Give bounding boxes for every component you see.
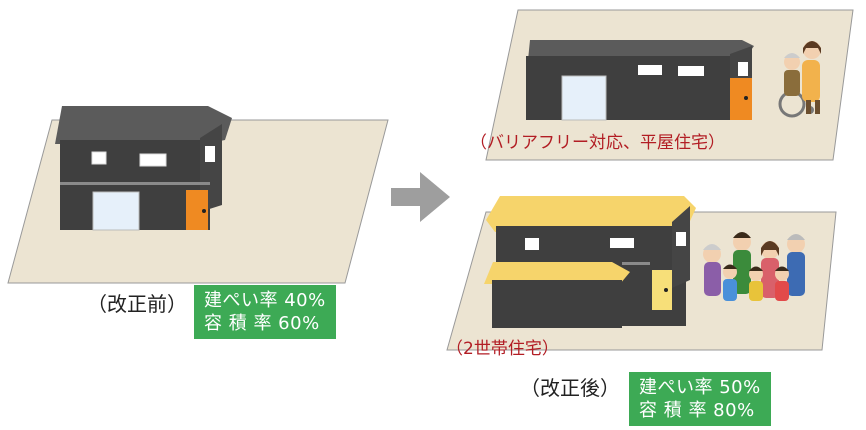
- window: [139, 153, 167, 167]
- house-two-generation: [484, 196, 696, 328]
- house-roof: [528, 40, 754, 60]
- house-roof-new: [486, 196, 696, 232]
- front-door-new: [652, 270, 672, 310]
- annex-wall: [492, 280, 622, 328]
- floor-area-ratio-after: 容 積 率 80%: [639, 400, 755, 421]
- floor-area-ratio-before: 容 積 率 60%: [204, 313, 320, 334]
- after-ratio-badge: 建ぺい率 50% 容 積 率 80%: [629, 372, 771, 426]
- house-before: [55, 106, 232, 231]
- house-roof: [55, 106, 232, 144]
- window: [610, 238, 634, 248]
- front-door: [186, 190, 208, 230]
- family-illustration: [703, 232, 805, 301]
- window: [638, 65, 662, 75]
- window: [676, 232, 686, 246]
- house-wall: [526, 56, 734, 120]
- garage-door: [561, 75, 607, 121]
- barrier-free-caption: （バリアフリー対応、平屋住宅）: [470, 133, 725, 153]
- window: [525, 238, 539, 250]
- house-side-wall: [672, 206, 690, 288]
- annex-roof-new: [484, 262, 630, 284]
- house-single-story: [526, 40, 754, 121]
- before-label: （改正前）: [87, 292, 187, 316]
- garage-door: [92, 191, 140, 231]
- window: [738, 62, 748, 76]
- building-coverage-ratio-after: 建ぺい率 50%: [639, 377, 761, 398]
- window: [91, 151, 107, 165]
- before-ratio-badge: 建ぺい率 40% 容 積 率 60%: [194, 285, 336, 339]
- two-generation-caption: （2世帯住宅）: [446, 339, 559, 359]
- house-belt: [622, 262, 650, 265]
- window: [205, 146, 215, 162]
- building-coverage-ratio-before: 建ぺい率 40%: [204, 290, 326, 311]
- house-belt: [60, 182, 210, 185]
- window: [678, 66, 704, 76]
- front-door: [730, 78, 752, 120]
- after-label: （改正後）: [520, 376, 620, 400]
- transition-arrow: [391, 172, 450, 222]
- wheelchair-caregiver-illustration: [778, 41, 821, 118]
